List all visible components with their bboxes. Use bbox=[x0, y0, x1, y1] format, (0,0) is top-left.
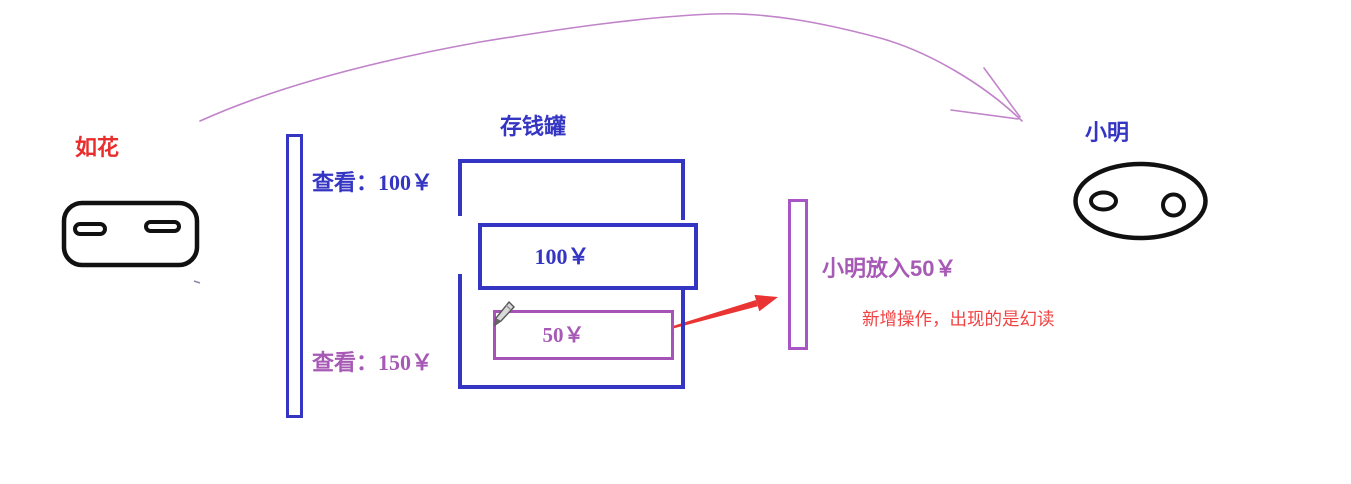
stray-mark bbox=[193, 280, 201, 284]
ruhua-snout-shape bbox=[61, 200, 200, 268]
second-read-label: 查看：150￥ bbox=[312, 350, 434, 375]
insert-action-label: 小明放入50￥ bbox=[822, 256, 957, 281]
ruhua-label: 如花 bbox=[75, 135, 120, 160]
banknote-50: 50￥ bbox=[493, 310, 674, 360]
xiaoming-snout-shape bbox=[1073, 161, 1208, 241]
banknote-50-label: 50￥ bbox=[542, 322, 585, 347]
first-read-label: 查看：100￥ bbox=[312, 170, 434, 195]
xiaoming-transaction-bar bbox=[788, 199, 808, 350]
long-curve-arrow bbox=[199, 12, 1023, 122]
pencil-icon bbox=[494, 300, 515, 327]
red-arrow bbox=[652, 294, 778, 334]
xiaoming-label: 小明 bbox=[1085, 120, 1130, 145]
banknote-100: 100￥ bbox=[478, 223, 698, 290]
piggy-bank-title: 存钱罐 bbox=[500, 114, 567, 139]
ruhua-transaction-bar bbox=[286, 134, 303, 418]
bank-left-opening bbox=[457, 216, 463, 274]
banknote-100-label: 100￥ bbox=[534, 243, 590, 269]
phantom-read-note: 新增操作，出现的是幻读 bbox=[862, 309, 1055, 329]
